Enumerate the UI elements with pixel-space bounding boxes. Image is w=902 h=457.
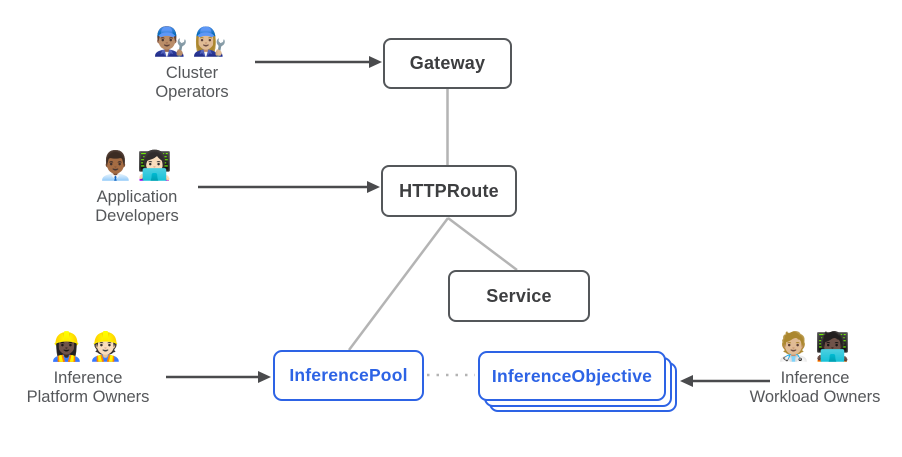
construction-worker-icon: 👷🏻 — [88, 331, 127, 362]
actor-label-inference-workload-owners: Inference Workload Owners — [750, 369, 881, 407]
node-inference-objective: InferenceObjective — [478, 351, 666, 401]
actor-emoji-row: 🧑🏼‍⚕️🧑🏿‍💻 — [776, 329, 854, 365]
actor-inference-workload-owners: 🧑🏼‍⚕️🧑🏿‍💻 Inference Workload Owners — [730, 329, 900, 407]
woman-technologist-icon: 👩🏻‍💻 — [137, 150, 176, 181]
node-gateway-label: Gateway — [409, 53, 486, 73]
node-service: Service — [448, 270, 590, 322]
actor-label-cluster-operators: Cluster Operators — [155, 64, 228, 102]
actor-label-line: Inference — [53, 369, 123, 387]
actor-emoji-row: 👷🏿‍♀️👷🏻 — [49, 329, 127, 365]
actor-emoji-row: 👨🏽‍🔧👩🏼‍🔧 — [153, 24, 231, 60]
edge-httproute-to-inferencepool — [348, 217, 449, 351]
actor-cluster-operators: 👨🏽‍🔧👩🏼‍🔧 Cluster Operators — [107, 24, 277, 102]
woman-mechanic-icon: 👩🏼‍🔧 — [192, 26, 231, 57]
actor-emoji-row: 👨🏾‍💼👩🏻‍💻 — [98, 148, 176, 184]
edge-httproute-to-service — [447, 217, 518, 271]
actor-label-line: Cluster — [165, 64, 219, 82]
health-worker-icon: 🧑🏼‍⚕️ — [776, 331, 815, 362]
node-inference-objective-label: InferenceObjective — [491, 365, 653, 386]
node-httproute-label: HTTPRoute — [399, 180, 499, 201]
node-inference-pool: InferencePool — [273, 350, 424, 401]
node-service-label: Service — [486, 285, 552, 306]
node-gateway: Gateway — [383, 38, 512, 89]
actor-label-inference-platform-owners: Inference Platform Owners — [27, 369, 150, 407]
actor-label-line: Application — [96, 188, 178, 206]
actor-application-developers: 👨🏾‍💼👩🏻‍💻 Application Developers — [52, 148, 222, 226]
actor-label-line: Inference — [780, 369, 850, 387]
actor-label-application-developers: Application Developers — [95, 188, 178, 226]
actor-label-line: Operators — [155, 83, 229, 101]
man-mechanic-icon: 👨🏽‍🔧 — [153, 26, 192, 57]
woman-construction-worker-icon: 👷🏿‍♀️ — [49, 331, 88, 362]
node-httproute: HTTPRoute — [381, 165, 517, 217]
person-technologist-icon: 🧑🏿‍💻 — [815, 331, 854, 362]
actor-label-line: Workload Owners — [749, 388, 881, 406]
actor-label-line: Platform Owners — [26, 388, 150, 406]
actor-label-line: Developers — [95, 207, 179, 225]
node-inference-pool-label: InferencePool — [289, 365, 408, 385]
actor-inference-platform-owners: 👷🏿‍♀️👷🏻 Inference Platform Owners — [3, 329, 173, 407]
man-office-worker-icon: 👨🏾‍💼 — [98, 150, 137, 181]
